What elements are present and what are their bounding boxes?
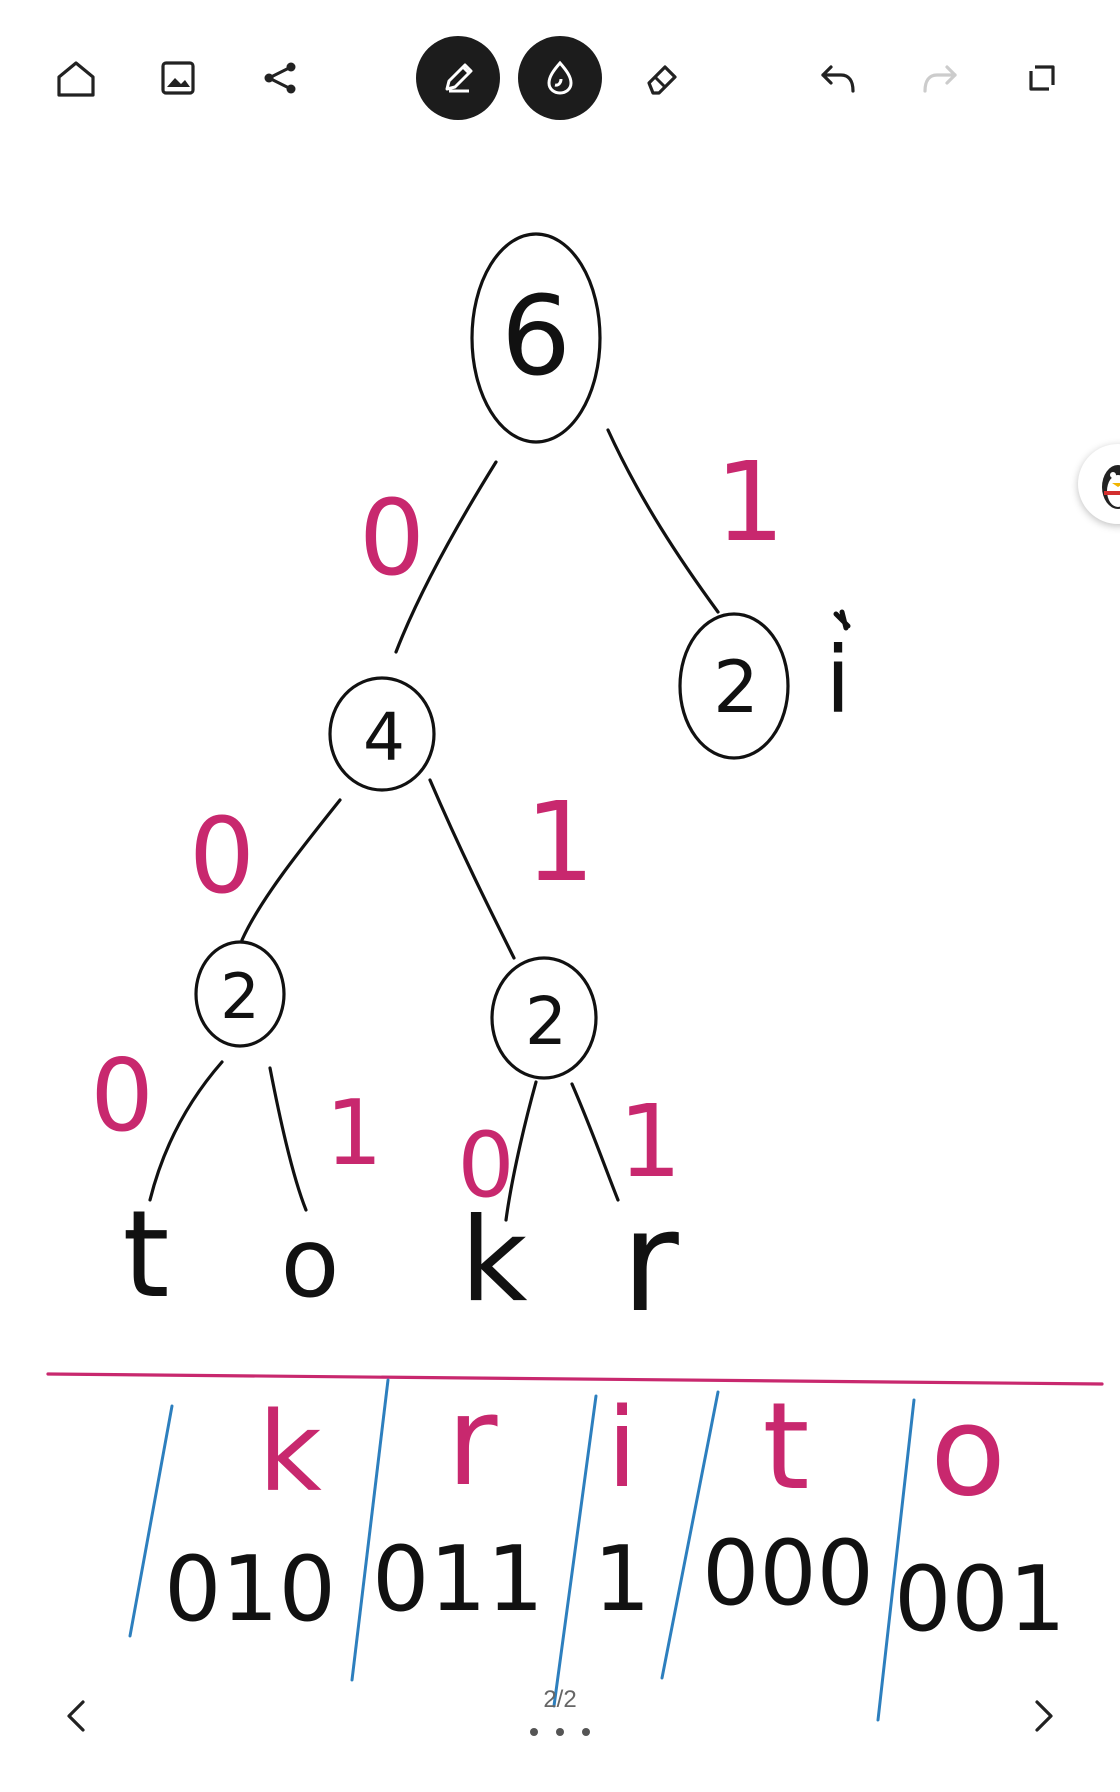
highlighter-tool-button[interactable] (518, 36, 602, 120)
table-divider-2 (350, 1378, 390, 1682)
home-icon (57, 61, 95, 97)
table-letter-t: t (762, 1378, 809, 1517)
table-letter-o: o (930, 1380, 1006, 1524)
highlighter-icon (547, 60, 573, 95)
table-divider-5 (876, 1398, 916, 1722)
table-divider-3 (552, 1394, 598, 1708)
more-options-button[interactable] (530, 1722, 590, 1742)
table-letter-r: r (447, 1370, 498, 1514)
chevron-right-icon (1035, 1700, 1053, 1732)
previous-page-button[interactable] (46, 1686, 106, 1746)
share-button[interactable] (238, 36, 322, 120)
toolbar (0, 0, 1120, 160)
edge-label-low-0: 0 (90, 1037, 154, 1154)
more-dot (530, 1728, 538, 1736)
more-dot (582, 1728, 590, 1736)
table-code-r: 011 (372, 1527, 544, 1632)
table-letter-i: i (607, 1384, 638, 1512)
table-separator-line (46, 1372, 1104, 1386)
table-letter-k: k (258, 1388, 322, 1516)
penguin-icon (1102, 465, 1120, 509)
tree-node-ll-circle (194, 940, 286, 1048)
tree-leaf-k: k (460, 1193, 527, 1328)
tree-edge-ll-t (148, 1060, 224, 1202)
chevron-left-icon (67, 1700, 85, 1732)
undo-button[interactable] (796, 36, 880, 120)
tree-node-root-value: 6 (501, 272, 571, 400)
undo-icon (821, 65, 855, 93)
pen-tool-button[interactable] (416, 36, 500, 120)
next-page-button[interactable] (1014, 1686, 1074, 1746)
tree-node-lr-value: 2 (525, 983, 567, 1060)
crop-icon (1029, 65, 1055, 91)
tree-edge-lr-k (504, 1080, 538, 1222)
tree-node-right-value: 2 (713, 645, 759, 729)
home-button[interactable] (34, 36, 118, 120)
tree-edge-left-right (428, 778, 516, 960)
tree-node-right-circle (678, 612, 790, 760)
tree-leaf-r: r (621, 1181, 679, 1344)
tree-edge-ll-o (268, 1066, 308, 1212)
tree-edge-root-right (606, 428, 720, 614)
tree-edge-lr-r (570, 1082, 620, 1202)
edge-label-mid-0: 0 (189, 795, 255, 917)
edge-label-root-0: 0 (359, 477, 425, 599)
table-code-o: 001 (894, 1547, 1066, 1652)
tree-leaf-t: t (122, 1186, 169, 1325)
crop-button[interactable] (1000, 36, 1084, 120)
edge-label-root-1: 1 (715, 438, 785, 566)
edge-label-low-3: 1 (618, 1083, 682, 1200)
eraser-tool-button[interactable] (620, 36, 704, 120)
page-indicator: 2/2 (543, 1686, 577, 1713)
tree-edge-root-left (394, 460, 498, 654)
tree-node-root-circle (470, 232, 602, 444)
share-icon (264, 62, 296, 94)
more-dot (556, 1728, 564, 1736)
image-button[interactable] (136, 36, 220, 120)
image-icon (161, 61, 195, 95)
redo-button[interactable] (898, 36, 982, 120)
table-code-k: 010 (164, 1537, 336, 1642)
edge-label-low-2: 0 (457, 1113, 514, 1218)
tree-node-lr-circle (490, 956, 598, 1080)
tree-node-left-circle (328, 676, 436, 792)
table-divider-1 (128, 1404, 174, 1638)
edge-label-mid-1: 1 (525, 778, 595, 906)
tree-node-ll-value: 2 (220, 960, 259, 1033)
redo-icon (923, 65, 957, 93)
table-code-t: 000 (702, 1521, 874, 1626)
pen-dot (833, 609, 851, 631)
tree-edge-left-left (240, 798, 342, 942)
eraser-icon (647, 65, 677, 95)
tree-node-left-value: 4 (363, 699, 405, 776)
table-divider-4 (660, 1390, 720, 1680)
pen-icon (445, 63, 473, 93)
tree-leaf-i: i (825, 627, 851, 734)
tree-leaf-o: o (281, 1207, 340, 1319)
edge-label-low-1: 1 (325, 1081, 382, 1186)
table-code-i: 1 (593, 1527, 650, 1632)
